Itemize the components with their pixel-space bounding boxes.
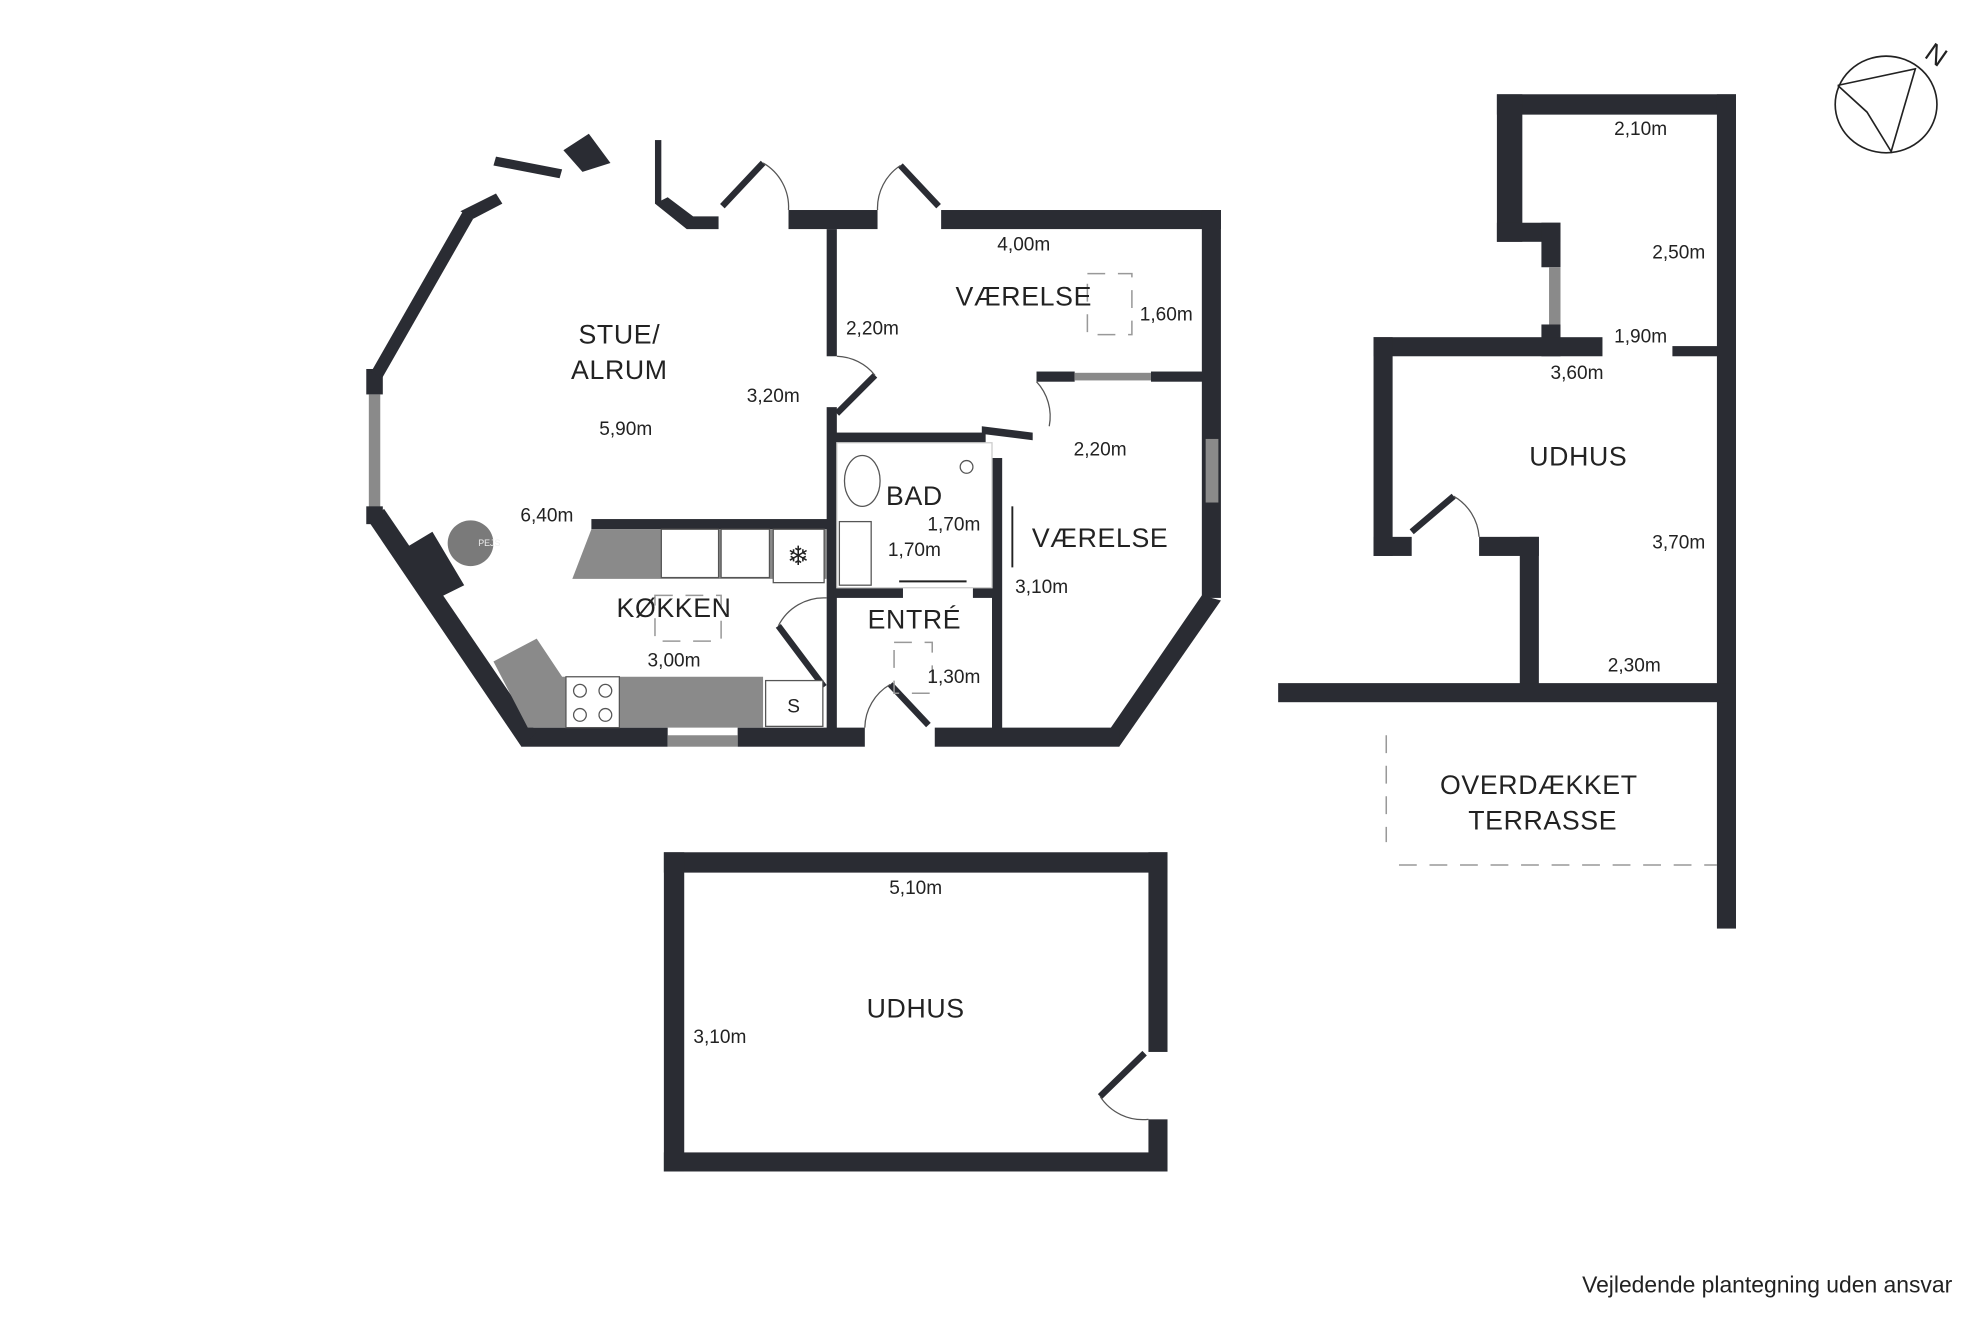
- dimension-label: 3,10m: [1015, 577, 1068, 598]
- dimension-label: 1,60m: [1140, 305, 1193, 326]
- bathroom-fixtures: [836, 272, 1133, 695]
- dimension-label: 1,30m: [927, 667, 980, 688]
- dimension-label: 3,60m: [1551, 363, 1604, 384]
- shower-icon: [959, 459, 974, 474]
- dimension-label: 3,00m: [648, 651, 701, 672]
- room-label-bad: BAD: [886, 481, 943, 511]
- room-label-vaerelse-2: VÆRELSE: [1032, 523, 1168, 553]
- dimension-label: 5,10m: [889, 878, 942, 899]
- dimension-label: 2,50m: [1652, 242, 1705, 263]
- room-label-udhus-right: UDHUS: [1529, 442, 1627, 472]
- dimension-label: 4,00m: [997, 235, 1050, 256]
- stove-icon: [565, 676, 620, 729]
- room-label-udhus-bottom: UDHUS: [867, 994, 965, 1024]
- skylight-icon: [893, 641, 933, 695]
- dimension-label: 6,40m: [520, 506, 573, 527]
- toilet-icon: [843, 454, 881, 507]
- dimension-label: 3,10m: [693, 1027, 746, 1048]
- dimension-label: 2,30m: [1608, 656, 1661, 677]
- dimension-label: 1,70m: [927, 515, 980, 536]
- room-label-koekken: KØKKEN: [617, 593, 732, 623]
- room-label-stue: STUE/: [578, 320, 660, 350]
- dimension-label: 1,90m: [1614, 326, 1667, 347]
- fireplace-label: PEJS: [478, 538, 500, 548]
- doors: [720, 160, 1051, 728]
- room-label-vaerelse-1: VÆRELSE: [956, 281, 1092, 311]
- dimension-label: 1,70m: [888, 540, 941, 561]
- north-label: N: [1920, 37, 1954, 73]
- dishwasher-icon: [720, 528, 771, 579]
- room-label-entre: ENTRÉ: [868, 604, 962, 634]
- main-house-walls: [366, 133, 1221, 747]
- dimension-label: 2,10m: [1614, 119, 1667, 140]
- compass-icon: N: [1834, 37, 1954, 154]
- freezer-icon: ❄: [787, 541, 810, 571]
- cabinet-label: S: [787, 696, 800, 717]
- dimension-label: 2,20m: [1074, 439, 1127, 460]
- kitchen-fixtures: ❄ S PEJS: [447, 520, 827, 729]
- bottom-shed-walls: [663, 852, 1168, 1172]
- dimension-label: 3,70m: [1652, 532, 1705, 553]
- room-label-terrasse-1: OVERDÆKKET: [1440, 770, 1638, 800]
- fireplace-icon: [447, 520, 494, 567]
- dimension-arrows: [899, 506, 1014, 583]
- disclaimer-note: Vejledende plantegning uden ansvar: [1582, 1271, 1953, 1297]
- dimension-label: 3,20m: [747, 386, 800, 407]
- skylight-icon: [1086, 272, 1133, 336]
- washbasin-icon: [838, 520, 872, 586]
- room-label-alrum: ALRUM: [571, 355, 668, 385]
- dimension-label: 2,20m: [846, 319, 899, 340]
- sink-icon: [660, 528, 720, 579]
- dimension-label: 5,90m: [599, 419, 652, 440]
- right-annex-walls: [1278, 94, 1736, 929]
- room-label-terrasse-2: TERRASSE: [1468, 805, 1617, 835]
